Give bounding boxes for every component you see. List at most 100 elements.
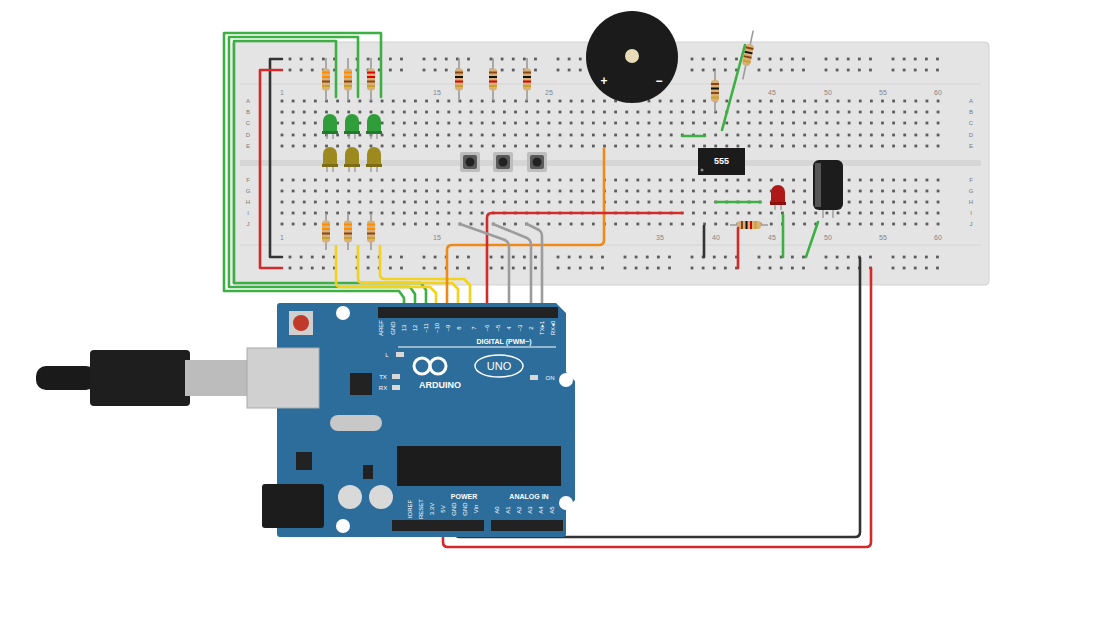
- resistor-band: [746, 221, 748, 229]
- breadboard-hole: [514, 122, 517, 125]
- breadboard-hole: [892, 223, 895, 226]
- pin-label: GND: [390, 321, 396, 334]
- breadboard-hole: [481, 190, 484, 193]
- breadboard-hole: [336, 212, 339, 215]
- breadboard-hole: [481, 134, 484, 137]
- breadboard-hole: [459, 179, 462, 182]
- breadboard-hole: [581, 134, 584, 137]
- breadboard-hole: [311, 256, 314, 259]
- breadboard-hole: [914, 69, 917, 72]
- breadboard-hole: [870, 111, 873, 114]
- breadboard-hole: [492, 134, 495, 137]
- breadboard-hole: [892, 100, 895, 103]
- resistor-band: [344, 228, 352, 230]
- breadboard-hole: [825, 122, 828, 125]
- breadboard-hole: [737, 111, 740, 114]
- breadboard-hole: [837, 100, 840, 103]
- breadboard-hole: [691, 58, 694, 61]
- breadboard-hole: [748, 212, 751, 215]
- breadboard-hole: [791, 267, 794, 270]
- breadboard-hole: [292, 179, 295, 182]
- resistor-band: [489, 72, 497, 74]
- breadboard-hole: [926, 111, 929, 114]
- breadboard-hole: [836, 58, 839, 61]
- breadboard-hole: [914, 190, 917, 193]
- breadboard-hole: [659, 111, 662, 114]
- breadboard-hole: [814, 212, 817, 215]
- breadboard-hole: [681, 223, 684, 226]
- breadboard-hole: [381, 179, 384, 182]
- resistor-band: [322, 85, 330, 87]
- breadboard-hole: [737, 179, 740, 182]
- breadboard-hole: [425, 122, 428, 125]
- breadboard-hole: [547, 179, 550, 182]
- resistor-band: [322, 233, 330, 235]
- breadboard-hole: [692, 100, 695, 103]
- breadboard-hole: [536, 134, 539, 137]
- breadboard-hole: [625, 223, 628, 226]
- breadboard-hole: [579, 58, 582, 61]
- button-plunger: [499, 158, 508, 167]
- pin-label: 2: [528, 326, 534, 329]
- resistor-band: [367, 237, 375, 239]
- breadboard-hole: [792, 179, 795, 182]
- yellow-wire: [380, 246, 470, 312]
- breadboard-hole: [292, 190, 295, 193]
- led-dome: [345, 147, 359, 166]
- breadboard-hole: [347, 179, 350, 182]
- breadboard-hole: [903, 134, 906, 137]
- breadboard-hole: [492, 122, 495, 125]
- breadboard-hole: [503, 145, 506, 148]
- breadboard-hole: [281, 223, 284, 226]
- breadboard-hole: [859, 134, 862, 137]
- breadboard-hole: [514, 201, 517, 204]
- breadboard-hole: [936, 256, 939, 259]
- breadboard-hole: [358, 190, 361, 193]
- breadboard-hole: [501, 58, 504, 61]
- breadboard-hole: [414, 190, 417, 193]
- breadboard-hole: [692, 223, 695, 226]
- breadboard-hole: [292, 212, 295, 215]
- breadboard-hole: [903, 145, 906, 148]
- breadboard-hole: [770, 111, 773, 114]
- breadboard-hole: [536, 122, 539, 125]
- breadboard-hole: [603, 134, 606, 137]
- orange-wire: [447, 148, 604, 312]
- breadboard-hole: [292, 122, 295, 125]
- breadboard-hole: [445, 58, 448, 61]
- pin-label: A4: [538, 506, 544, 513]
- led-l: [396, 352, 404, 357]
- breadboard-hole: [825, 100, 828, 103]
- breadboard-hole: [625, 190, 628, 193]
- breadboard-hole: [358, 179, 361, 182]
- breadboard-hole: [581, 190, 584, 193]
- breadboard-hole: [703, 201, 706, 204]
- row-letter: G: [969, 188, 974, 194]
- row-letter: H: [969, 199, 973, 205]
- breadboard-hole: [459, 190, 462, 193]
- breadboard-hole: [547, 201, 550, 204]
- breadboard-hole: [869, 256, 872, 259]
- breadboard-hole: [559, 201, 562, 204]
- breadboard-hole: [534, 267, 537, 270]
- breadboard-hole: [592, 122, 595, 125]
- breadboard-hole: [358, 223, 361, 226]
- breadboard-hole: [403, 212, 406, 215]
- breadboard-hole: [392, 111, 395, 114]
- resistor-band: [489, 76, 497, 78]
- breadboard-hole: [367, 267, 370, 270]
- pin-label: 4: [506, 326, 512, 329]
- breadboard-hole: [492, 190, 495, 193]
- red-wire: [260, 70, 282, 268]
- breadboard-hole: [503, 134, 506, 137]
- breadboard-hole: [425, 201, 428, 204]
- breadboard-hole: [414, 223, 417, 226]
- row-letter: E: [969, 143, 973, 149]
- breadboard-hole: [501, 256, 504, 259]
- breadboard-hole: [802, 256, 805, 259]
- breadboard-hole: [791, 69, 794, 72]
- breadboard-hole: [848, 111, 851, 114]
- breadboard-hole: [447, 134, 450, 137]
- button-plunger: [466, 158, 475, 167]
- breadboard-hole: [881, 100, 884, 103]
